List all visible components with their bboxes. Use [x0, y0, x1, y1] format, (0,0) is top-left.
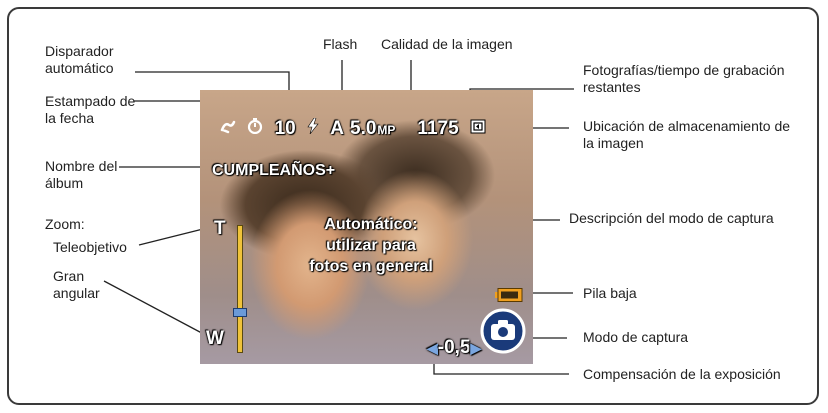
date-stamp-icon [220, 118, 241, 139]
self-timer-value: 10 [274, 118, 296, 139]
album-name: CUMPLEAÑOS+ [212, 162, 336, 179]
exposure-compensation: ◀-0,5▶ [427, 337, 481, 359]
status-bar: 10 A 5.0MP 1175 [220, 117, 492, 140]
album-name-label: Nombre del álbum [45, 158, 118, 191]
camera-screen: 10 A 5.0MP 1175 CUMPLEAÑOS+ Automático: ut… [200, 90, 533, 364]
capture-mode-description: Automático: utilizar para fotos en gener… [309, 216, 433, 275]
low-battery-label: Pila baja [583, 285, 637, 301]
self-timer-label: Disparador automático [45, 43, 114, 76]
zoom-tele-marker: T [214, 218, 226, 239]
pictures-remaining-label: Fotografías/tiempo de grabación restante… [583, 62, 785, 95]
zoom-label: Zoom: [45, 216, 85, 232]
capture-mode-label: Modo de captura [583, 329, 689, 345]
zoom-track [237, 225, 243, 353]
quality-value: 5.0 [350, 118, 377, 139]
exposure-compensation-label: Compensación de la exposición [583, 366, 781, 382]
pictures-remaining-value: 1175 [417, 118, 459, 139]
low-battery-icon [495, 288, 523, 302]
flash-auto-icon [302, 117, 325, 139]
telephoto-label: Teleobjetivo [53, 239, 127, 255]
diagram-frame [7, 7, 819, 405]
wide-angle-label: Gran angular [53, 268, 100, 301]
capture-mode-description-label: Descripción del modo de captura [569, 210, 774, 226]
quality-unit: MP [377, 123, 396, 137]
zoom-wide-marker: W [206, 328, 224, 349]
date-stamp-label: Estampado de la fecha [45, 93, 136, 126]
internal-memory-icon [465, 118, 486, 139]
exposure-value: -0,5 [437, 337, 471, 358]
flash-label: Flash [323, 36, 358, 52]
self-timer-icon [247, 118, 268, 139]
exposure-right-arrow-icon: ▶ [470, 340, 482, 356]
flash-mode-value: A [330, 118, 344, 139]
image-quality-label: Calidad de la imagen [381, 36, 513, 52]
exposure-left-arrow-icon: ◀ [427, 340, 438, 356]
camera-icon [480, 308, 526, 354]
storage-location-label: Ubicación de almacenamiento de la imagen [583, 118, 791, 151]
zoom-indicator [233, 308, 247, 318]
